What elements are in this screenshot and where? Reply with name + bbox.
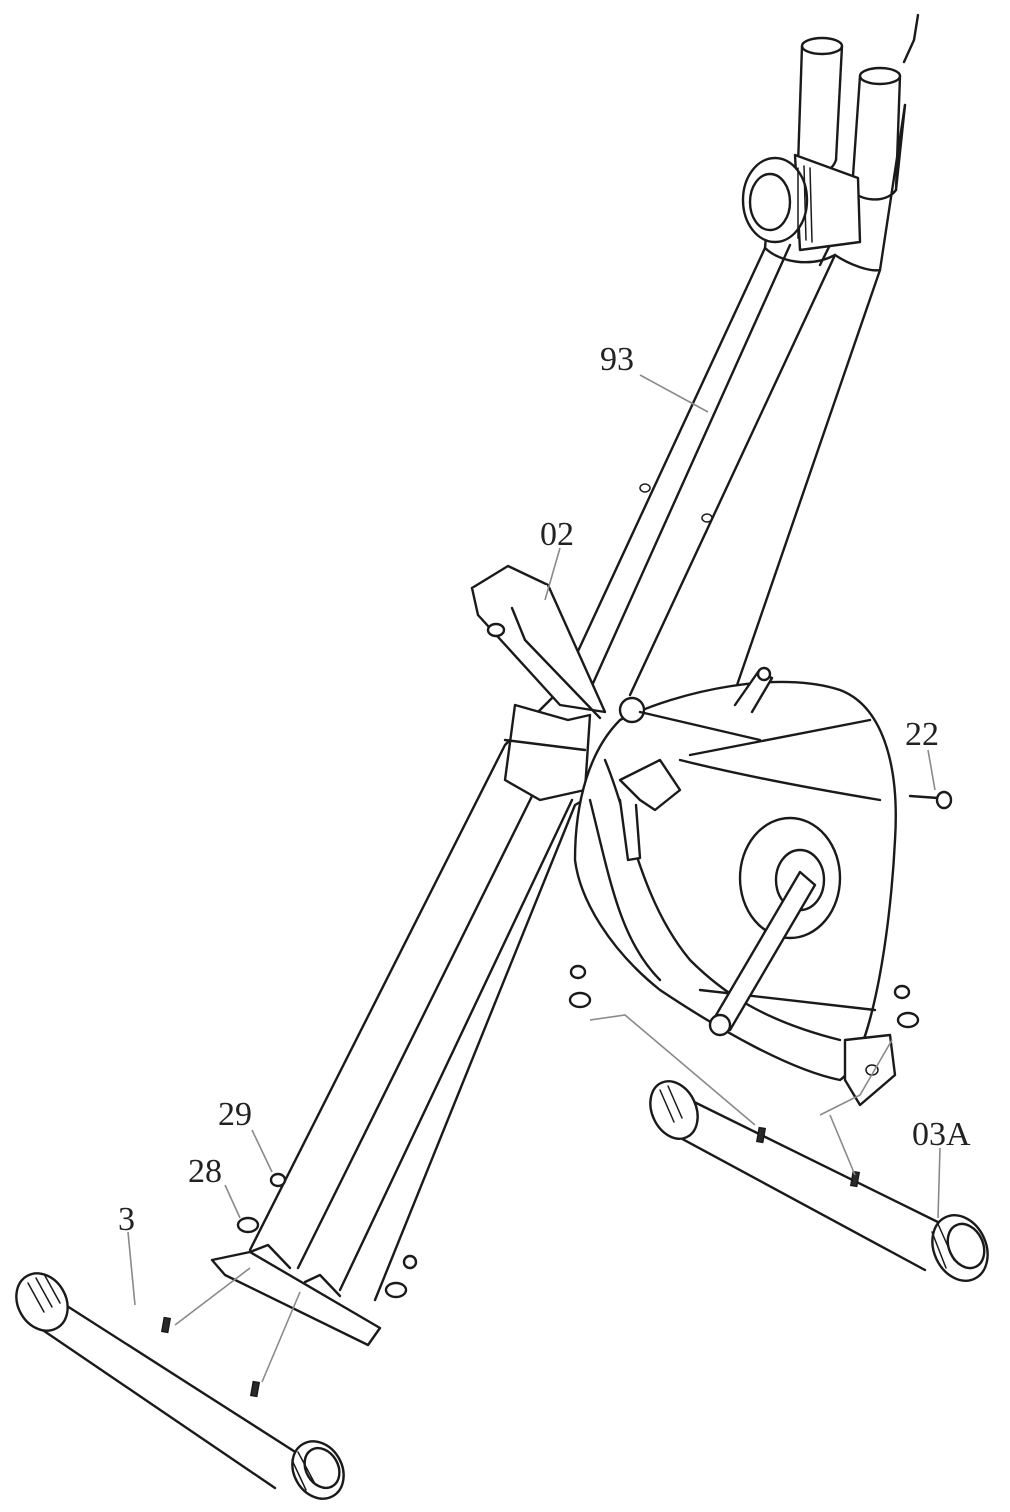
label-02: 02 (540, 516, 574, 553)
bolt-22 (908, 790, 953, 810)
flywheel-housing (573, 666, 897, 1107)
label-3: 3 (118, 1201, 135, 1238)
leader-lines (127, 374, 941, 1383)
front-foot-plate (210, 1243, 382, 1347)
front-stabilizer (15, 1272, 345, 1500)
rear-stabilizer (649, 1080, 989, 1282)
seat-post-bracket (470, 564, 607, 802)
rear-fasteners (568, 964, 920, 1029)
label-29: 29 (218, 1096, 252, 1133)
part-labels: 93 02 22 29 28 3 03A (118, 341, 971, 1238)
tension-knob (741, 153, 862, 252)
front-fasteners (236, 1172, 418, 1299)
label-93: 93 (600, 341, 634, 378)
label-22: 22 (905, 716, 939, 753)
label-03A: 03A (912, 1116, 971, 1153)
label-28: 28 (188, 1153, 222, 1190)
